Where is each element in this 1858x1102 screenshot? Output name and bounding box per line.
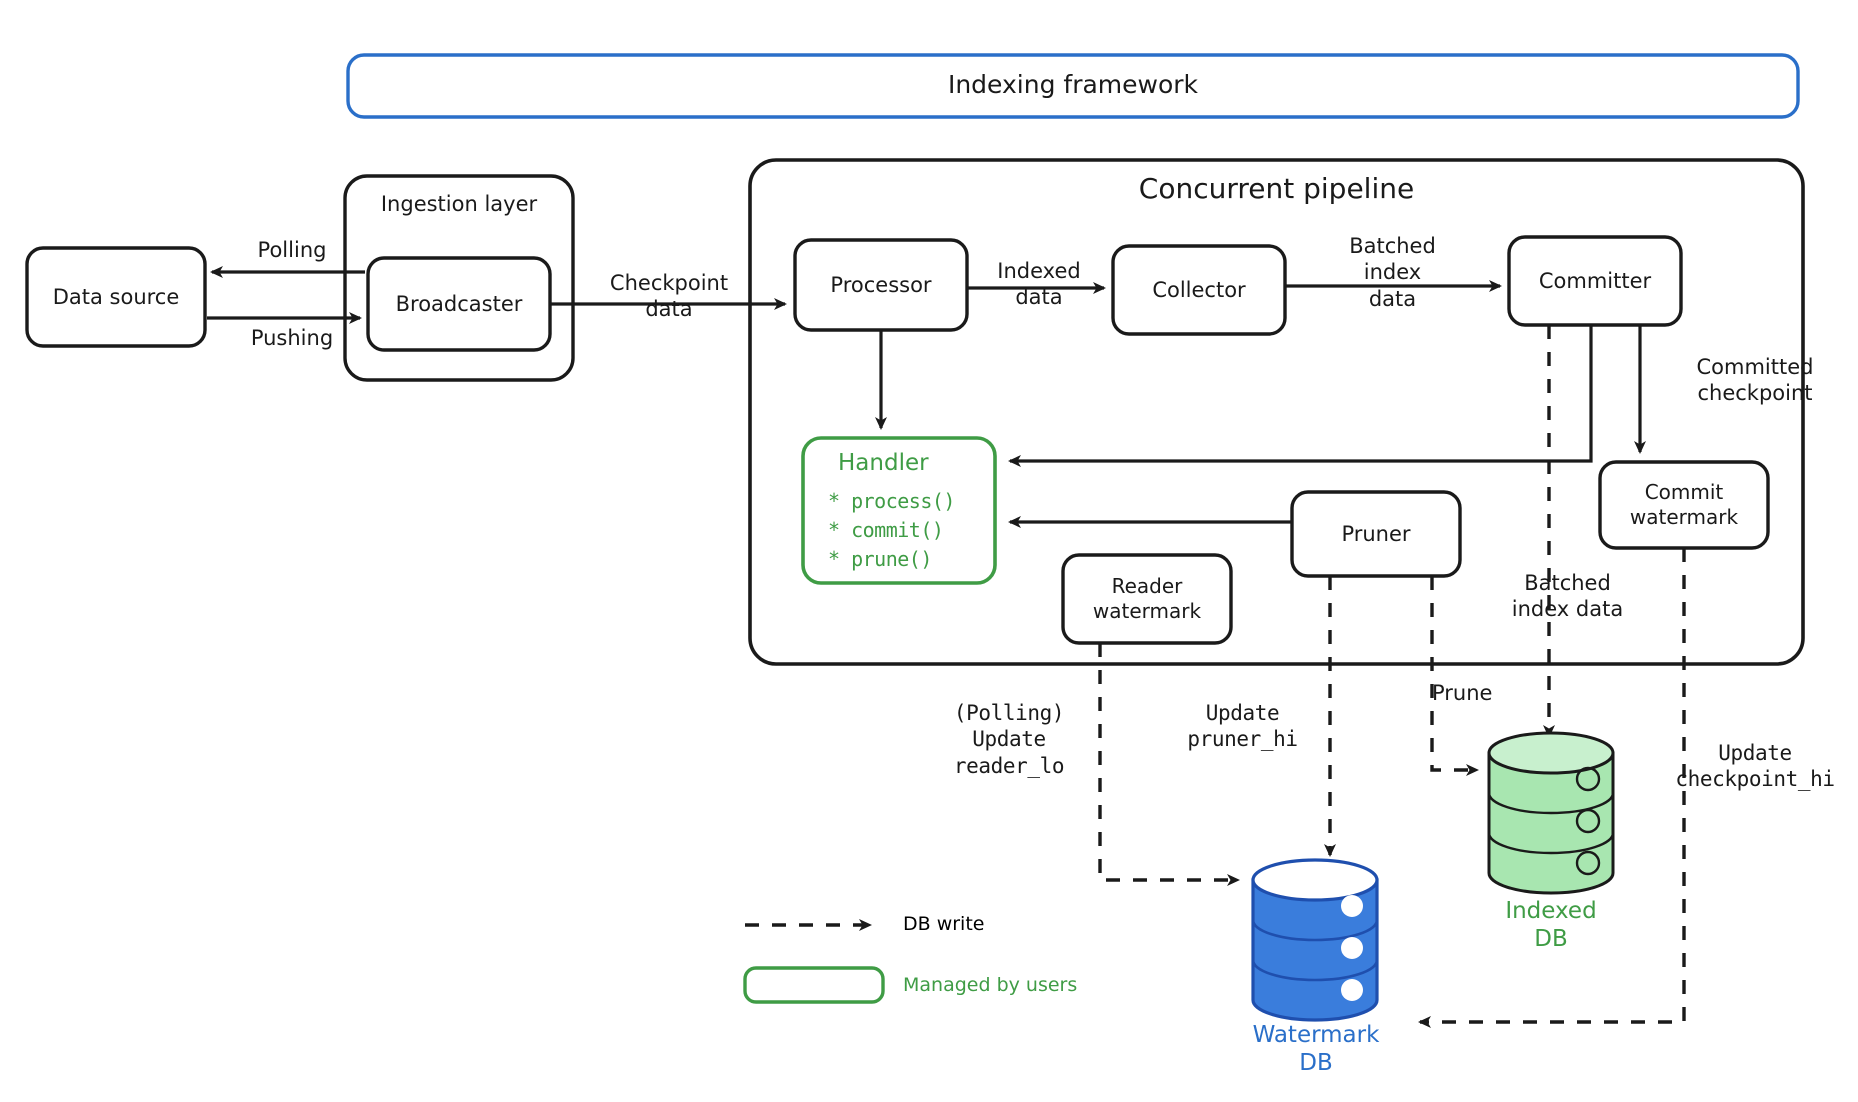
watermark-db-cylinder xyxy=(1251,858,1379,1022)
dashed-pruner-prune-to-indexed-db xyxy=(1430,576,1479,776)
processor-box xyxy=(793,238,969,332)
legend-managed-by-users-label: Managed by users xyxy=(903,974,1078,996)
pruner-box xyxy=(1290,490,1462,578)
edge-label-polling: Polling xyxy=(257,238,327,262)
handler-title: Handler xyxy=(838,450,929,476)
edge-label-update-pruner-hi: Update pruner_hi xyxy=(1187,701,1298,752)
legend-managed-swatch xyxy=(743,966,885,1004)
handler-method-commit: * commit() xyxy=(828,518,944,542)
indexing-framework-box xyxy=(346,53,1800,119)
handler-box xyxy=(801,436,997,585)
indexed-db-caption: Indexed DB xyxy=(1505,898,1597,952)
edge-label-pushing: Pushing xyxy=(250,326,334,350)
edge-label-polling-update-reader-lo: (Polling) Update reader_lo xyxy=(953,701,1065,778)
reader-watermark-box xyxy=(1061,553,1233,645)
edge-label-batched-index-data-top: Batched index data xyxy=(1349,234,1436,311)
edge-label-committed-checkpoint: Committed checkpoint xyxy=(1696,355,1814,406)
dashed-reader-watermark-to-watermark-db xyxy=(1098,643,1240,886)
dashed-commit-watermark-to-watermark-db xyxy=(1418,548,1686,1028)
concurrent-pipeline-title: Concurrent pipeline xyxy=(1138,172,1415,205)
commit-watermark-box xyxy=(1598,460,1770,550)
edge-label-batched-index-data-bottom: Batched index data xyxy=(1511,571,1624,622)
watermark-db-caption: Watermark DB xyxy=(1252,1022,1380,1076)
committer-box xyxy=(1507,235,1683,327)
edge-label-checkpoint-data: Checkpoint data xyxy=(609,271,729,322)
legend-db-write-label: DB write xyxy=(903,913,985,935)
ingestion-layer-box xyxy=(343,174,575,382)
edge-label-update-checkpoint-hi: Update checkpoint_hi xyxy=(1675,741,1835,792)
edge-label-indexed-data: Indexed data xyxy=(997,259,1081,310)
data-source-box xyxy=(25,246,207,348)
indexed-db-cylinder xyxy=(1487,731,1615,895)
ingestion-layer-title: Ingestion layer xyxy=(380,192,538,216)
handler-method-prune: * prune() xyxy=(828,547,932,571)
handler-method-process: * process() xyxy=(828,489,955,513)
edge-label-prune: Prune xyxy=(1432,681,1493,705)
arrow-committer-to-handler xyxy=(1008,325,1593,467)
indexing-framework-title: Indexing framework xyxy=(947,70,1199,99)
concurrent-pipeline-box xyxy=(748,158,1805,666)
broadcaster-box xyxy=(366,256,552,352)
collector-box xyxy=(1111,244,1287,336)
